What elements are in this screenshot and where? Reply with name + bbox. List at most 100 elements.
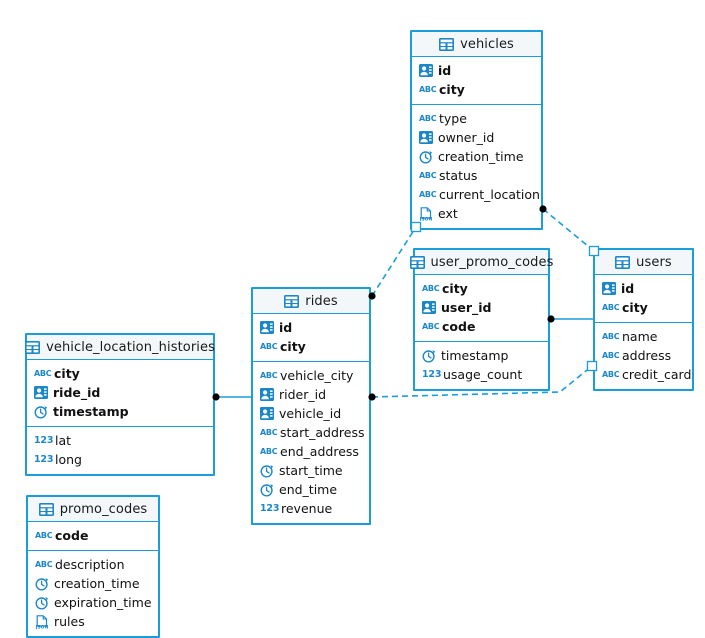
clock-icon <box>35 596 49 610</box>
abc-string-icon: ABC <box>602 303 620 312</box>
primary-key-row[interactable]: id <box>412 61 541 80</box>
column-name: name <box>622 329 658 344</box>
abc-string-icon: ABC <box>422 284 440 293</box>
abc-string-icon: ABC <box>602 370 620 379</box>
primary-key-row[interactable]: user_id <box>415 298 548 317</box>
column-name: lat <box>55 433 72 448</box>
primary-key-row[interactable]: timestamp <box>27 402 213 421</box>
json-icon: JSON <box>419 206 433 222</box>
table-header[interactable]: vehicles <box>412 32 541 57</box>
column-row[interactable]: start_time <box>253 461 369 480</box>
column-name: code <box>442 319 476 334</box>
column-row[interactable]: end_time <box>253 480 369 499</box>
column-name: revenue <box>281 501 333 516</box>
column-name: rider_id <box>279 387 327 402</box>
id-key-icon <box>422 301 436 314</box>
abc-string-icon: ABC <box>419 114 437 123</box>
table-header[interactable]: vehicle_location_histories <box>25 335 215 360</box>
table-header[interactable]: user_promo_codes <box>409 250 553 275</box>
column-row[interactable]: vehicle_id <box>253 404 369 423</box>
svg-text:JSON: JSON <box>419 216 433 220</box>
column-name: timestamp <box>441 348 509 363</box>
column-row[interactable]: rider_id <box>253 385 369 404</box>
column-row[interactable]: owner_id <box>412 128 541 147</box>
column-name: creation_time <box>54 576 140 591</box>
abc-string-icon: ABC <box>419 190 437 199</box>
column-row[interactable]: expiration_time <box>28 593 158 612</box>
primary-key-row[interactable]: ride_id <box>27 383 213 402</box>
id-key-icon <box>34 386 48 399</box>
column-name: start_time <box>279 463 343 478</box>
table-name: user_promo_codes <box>430 254 554 270</box>
abc-string-icon: ABC <box>34 369 52 378</box>
column-name: city <box>280 339 306 354</box>
column-name: expiration_time <box>54 595 152 610</box>
abc-string-icon: ABC <box>602 332 620 341</box>
table-name: promo_codes <box>59 501 148 517</box>
column-row[interactable]: creation_time <box>412 147 541 166</box>
relationship-vehicle_location_histories-rides <box>212 393 251 401</box>
primary-key-row[interactable]: id <box>595 279 692 298</box>
number-icon: 123 <box>422 369 442 380</box>
abc-string-icon: ABC <box>260 371 278 380</box>
column-row[interactable]: timestamp <box>415 346 548 365</box>
json-icon: JSON <box>35 614 49 630</box>
number-icon: 123 <box>260 503 280 514</box>
table-header[interactable]: promo_codes <box>28 497 158 522</box>
column-name: timestamp <box>53 404 129 419</box>
id-key-icon <box>260 388 274 401</box>
column-name: credit_card <box>622 367 692 382</box>
primary-key-row[interactable]: id <box>253 318 369 337</box>
table-header[interactable]: users <box>595 250 692 275</box>
number-icon: 123 <box>34 435 54 446</box>
column-row[interactable]: creation_time <box>28 574 158 593</box>
abc-string-icon: ABC <box>419 171 437 180</box>
column-name: id <box>438 63 452 78</box>
column-name: start_address <box>280 425 365 440</box>
abc-string-icon: ABC <box>260 447 278 456</box>
column-name: city <box>54 366 80 381</box>
clock-icon <box>419 150 433 164</box>
table-name: rides <box>305 293 338 309</box>
column-name: end_address <box>280 444 359 459</box>
table-header[interactable]: rides <box>253 289 369 314</box>
column-name: usage_count <box>443 367 523 382</box>
clock-icon <box>34 405 48 419</box>
